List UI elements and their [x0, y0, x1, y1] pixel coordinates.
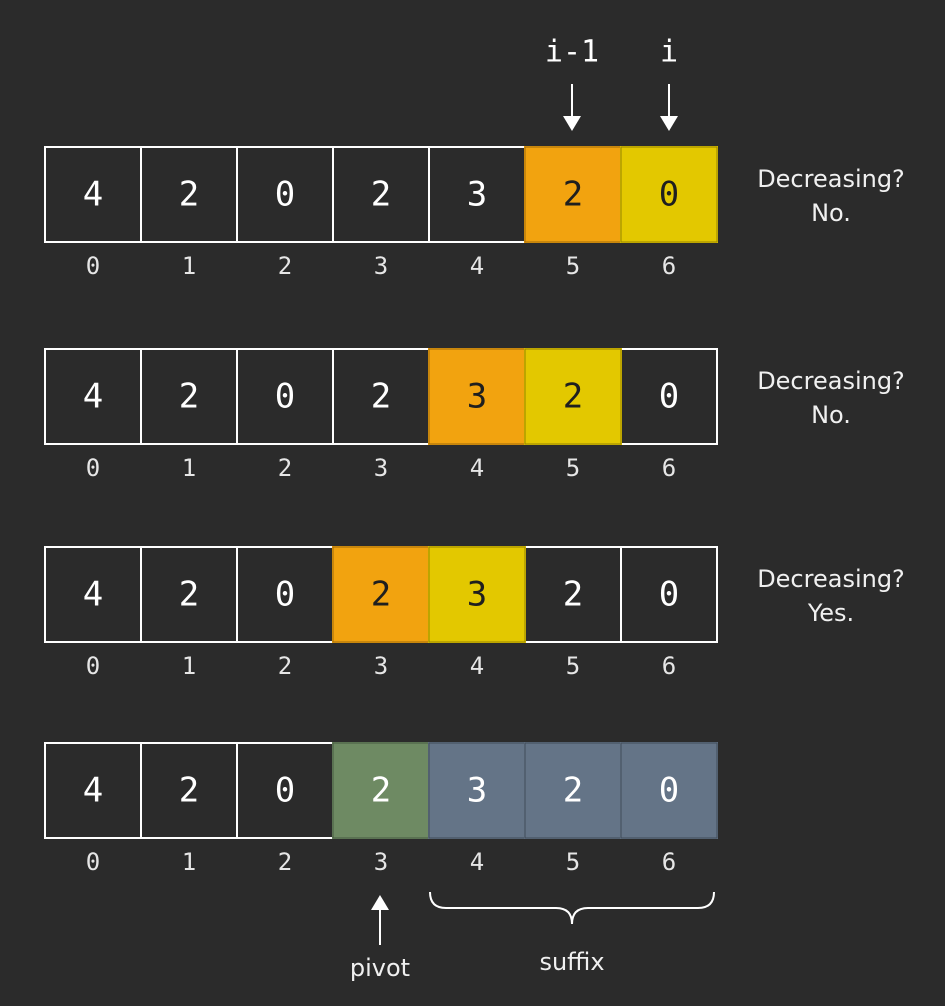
cell-index: 6 [662, 454, 676, 482]
cell-value: 2 [563, 377, 583, 417]
pointer-label-curr: i [660, 35, 678, 70]
cell-value: 2 [179, 377, 199, 417]
array-row-3: 4 0 2 1 0 2 2 3 3 4 2 5 0 6 [44, 742, 718, 876]
cell-value: 3 [467, 377, 487, 417]
cell-index: 1 [182, 848, 196, 876]
decreasing-question: Decreasing? [757, 165, 905, 193]
cell-index: 0 [86, 652, 100, 680]
cell-box [524, 742, 622, 839]
cell-box [524, 146, 622, 243]
cell-index: 4 [470, 454, 484, 482]
cell-index: 5 [566, 848, 580, 876]
pointer-label-prev: i-1 [545, 35, 599, 70]
cell-value: 2 [371, 175, 391, 215]
cell-value: 3 [467, 175, 487, 215]
cell-value: 4 [83, 575, 103, 615]
cell-index: 3 [374, 652, 388, 680]
pointer-arrowhead-prev [563, 116, 581, 131]
cell-value: 0 [275, 575, 295, 615]
array-row-1: 4 0 2 1 0 2 2 3 3 4 2 5 0 6 Decreasing? No. [44, 348, 905, 482]
decreasing-answer: Yes. [807, 599, 854, 627]
cell-value: 2 [563, 575, 583, 615]
cell-box [524, 348, 622, 445]
cell-index: 2 [278, 252, 292, 280]
cell-value: 2 [179, 175, 199, 215]
cell-value: 2 [371, 771, 391, 811]
cell-value: 2 [371, 575, 391, 615]
cell-value: 2 [563, 771, 583, 811]
cell-value: 2 [563, 175, 583, 215]
decreasing-answer: No. [811, 199, 851, 227]
cell-highlight-edge [620, 742, 718, 839]
cell-index: 6 [662, 848, 676, 876]
cell-value: 0 [275, 771, 295, 811]
cell-highlight-edge [428, 546, 526, 643]
decreasing-answer: No. [811, 401, 851, 429]
cell-box [620, 546, 718, 643]
cell-value: 2 [179, 771, 199, 811]
cell-highlight-edge [524, 348, 622, 445]
cell-value: 0 [275, 377, 295, 417]
suffix-label: suffix [539, 948, 604, 976]
cell-index: 1 [182, 652, 196, 680]
cell-index: 1 [182, 252, 196, 280]
cell-box [620, 742, 718, 839]
decreasing-question: Decreasing? [757, 367, 905, 395]
cell-box [332, 742, 430, 839]
cell-value: 0 [275, 175, 295, 215]
cell-value: 4 [83, 377, 103, 417]
cell-index: 3 [374, 454, 388, 482]
cell-index: 3 [374, 848, 388, 876]
pivot-arrowhead [371, 895, 389, 910]
cell-index: 5 [566, 454, 580, 482]
cell-value: 2 [371, 377, 391, 417]
cell-box [428, 546, 526, 643]
pointer-arrowhead-curr [660, 116, 678, 131]
array-rows: 40210223342506Decreasing?No.402102233425… [44, 146, 905, 876]
cell-value: 4 [83, 175, 103, 215]
decreasing-question: Decreasing? [757, 565, 905, 593]
cell-index: 2 [278, 848, 292, 876]
cell-index: 3 [374, 252, 388, 280]
cell-value: 3 [467, 771, 487, 811]
suffix-brace [429, 891, 715, 925]
cell-index: 0 [86, 454, 100, 482]
cell-index: 4 [470, 652, 484, 680]
cell-value: 0 [659, 175, 679, 215]
cell-value: 0 [659, 575, 679, 615]
array-row-0: 4 0 2 1 0 2 2 3 3 4 2 5 0 6 Decreasing? No. [44, 146, 905, 280]
cell-index: 4 [470, 848, 484, 876]
cell-index: 5 [566, 252, 580, 280]
array-row-2: 4 0 2 1 0 2 2 3 3 4 2 5 0 6 Decreasing? Yes. [44, 546, 905, 680]
pivot-label: pivot [350, 954, 410, 982]
cell-index: 2 [278, 652, 292, 680]
cell-index: 4 [470, 252, 484, 280]
cell-index: 0 [86, 252, 100, 280]
cell-box [620, 146, 718, 243]
cell-index: 2 [278, 454, 292, 482]
cell-value: 2 [179, 575, 199, 615]
cell-box [332, 546, 430, 643]
cell-index: 1 [182, 454, 196, 482]
cell-index: 6 [662, 652, 676, 680]
cell-index: 6 [662, 252, 676, 280]
cell-index: 5 [566, 652, 580, 680]
cell-value: 0 [659, 377, 679, 417]
cell-highlight-edge [620, 146, 718, 243]
cell-value: 0 [659, 771, 679, 811]
cell-index: 0 [86, 848, 100, 876]
cell-box [428, 742, 526, 839]
cell-value: 4 [83, 771, 103, 811]
cell-value: 3 [467, 575, 487, 615]
